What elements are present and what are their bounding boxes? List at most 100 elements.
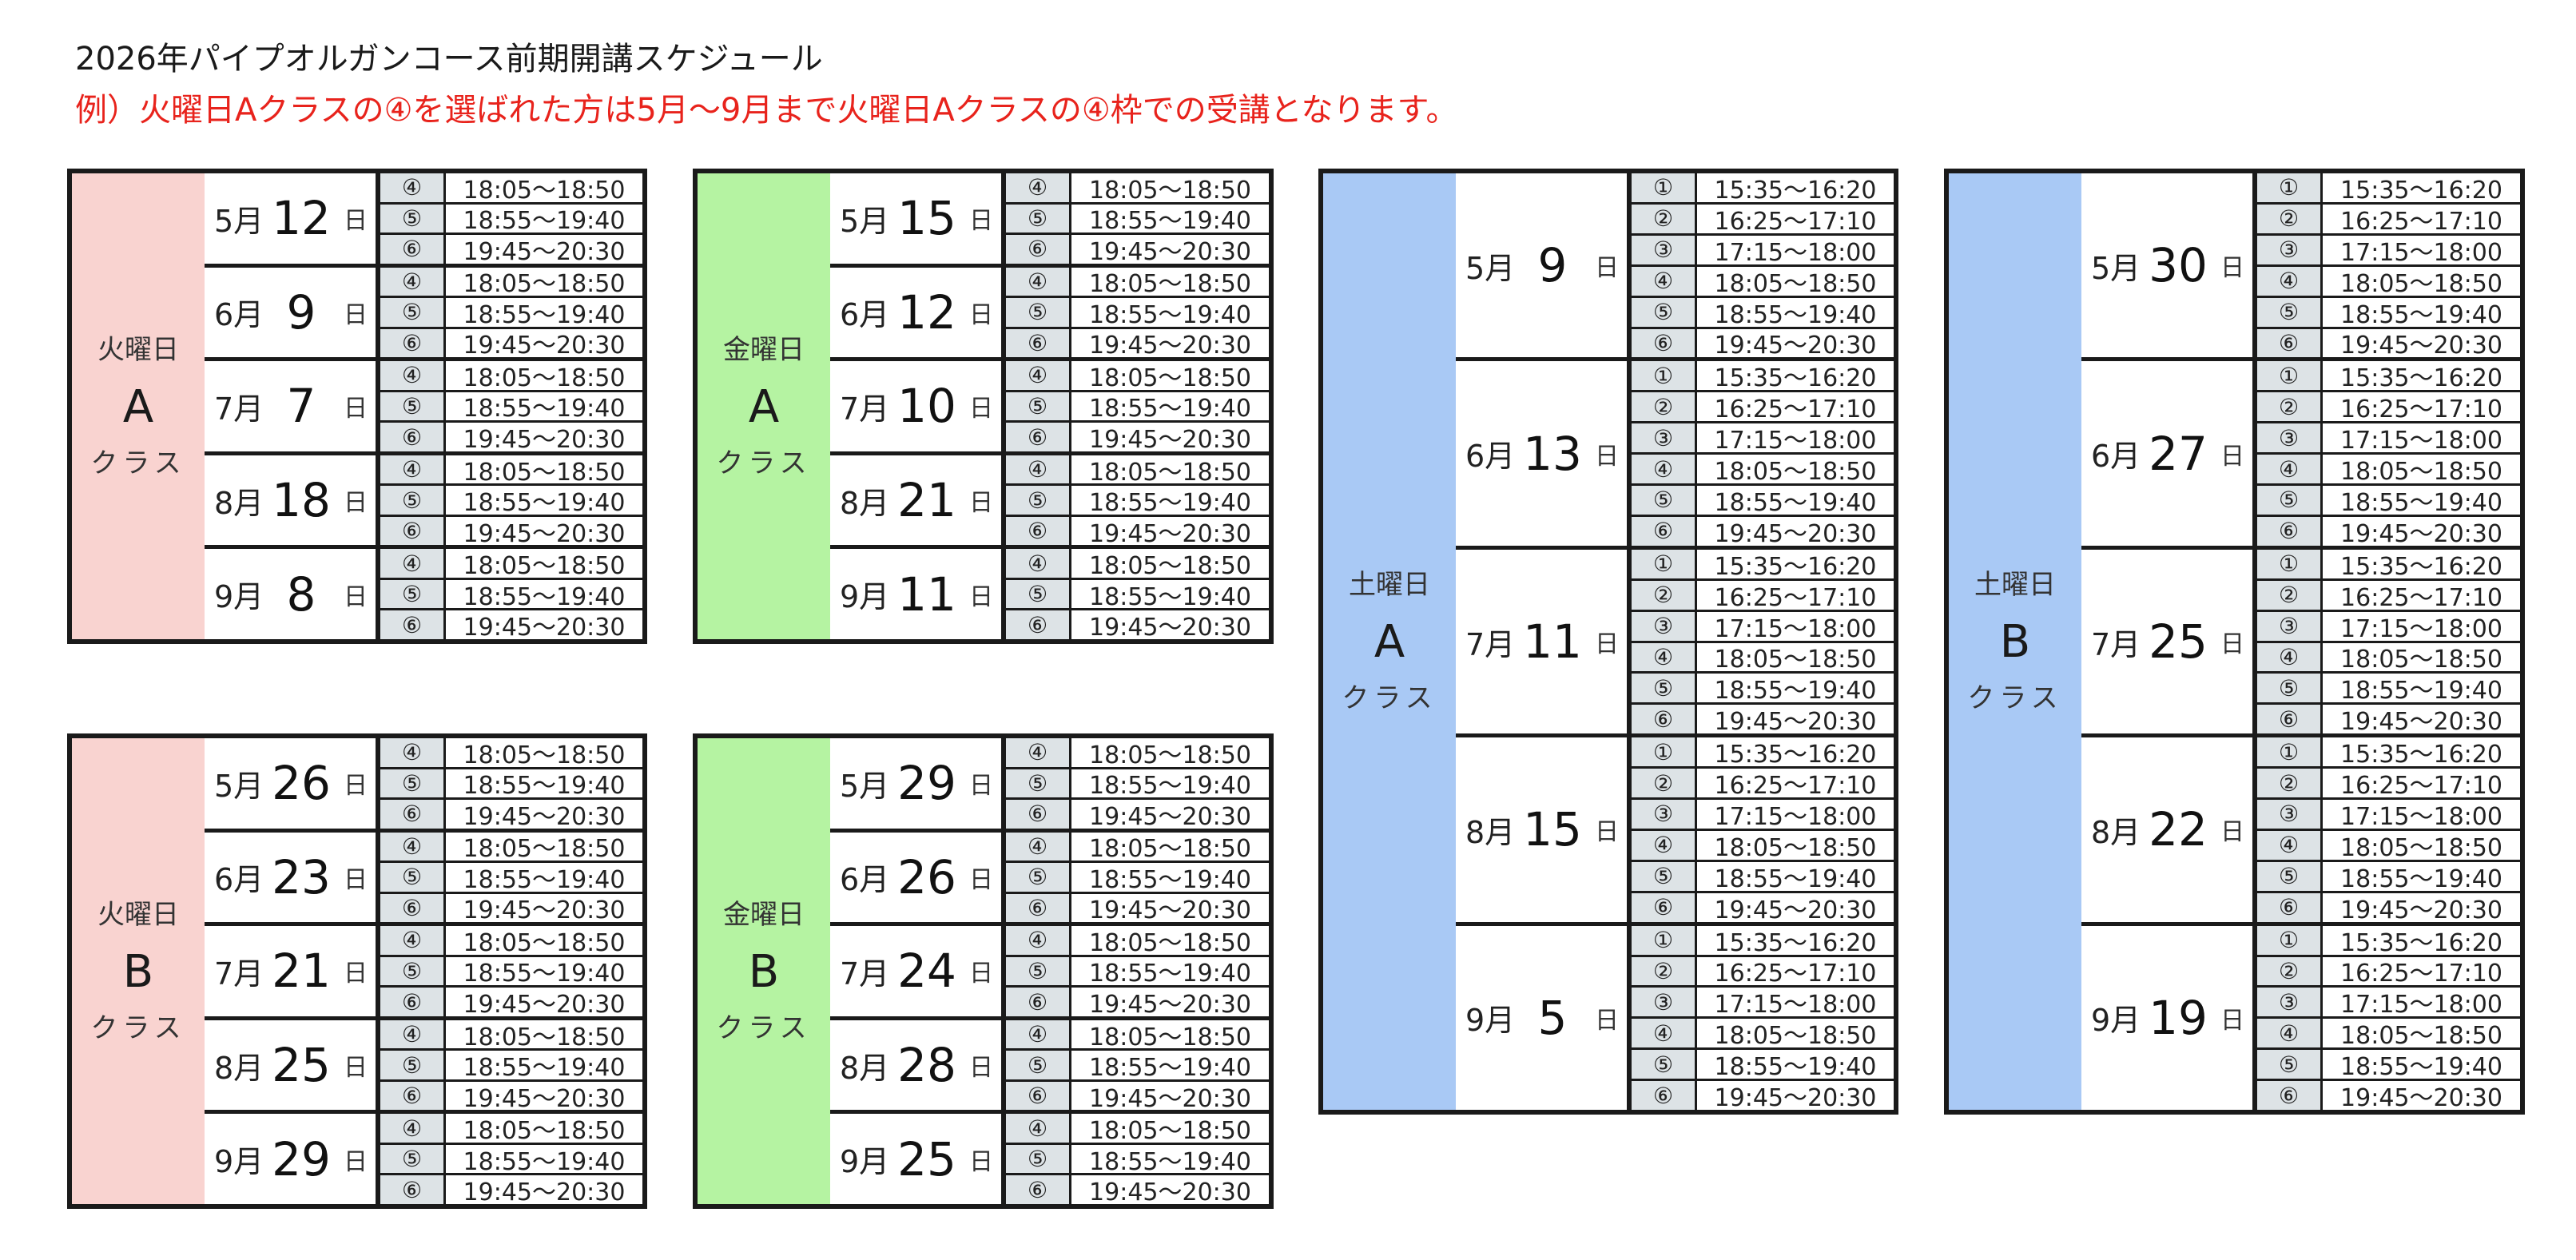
weekday-label: 火曜日 bbox=[97, 898, 179, 931]
slot-number: ⑤ bbox=[380, 1144, 446, 1174]
slot-time: 19:45〜20:30 bbox=[1697, 516, 1894, 548]
day-suffix: 日 bbox=[969, 1054, 993, 1083]
slot-time: 19:45〜20:30 bbox=[1071, 1081, 1269, 1113]
date-day: 21 bbox=[897, 473, 956, 528]
date-day: 12 bbox=[272, 191, 331, 246]
slot-time: 18:05〜18:50 bbox=[2323, 642, 2520, 674]
slot-time: 18:55〜19:40 bbox=[1697, 1050, 1894, 1081]
slot-number: ⑥ bbox=[2257, 892, 2323, 922]
slot-time: 18:55〜19:40 bbox=[2323, 1050, 2520, 1081]
slot-time: 18:55〜19:40 bbox=[446, 392, 642, 423]
slot-time: 19:45〜20:30 bbox=[2323, 892, 2520, 924]
slot-number: ④ bbox=[380, 832, 446, 861]
slot-time: 18:05〜18:50 bbox=[2323, 830, 2520, 862]
slot-number: ④ bbox=[1006, 361, 1071, 390]
date-day: 22 bbox=[2149, 802, 2208, 857]
slot-number: ③ bbox=[1632, 423, 1697, 453]
slot-time: 19:45〜20:30 bbox=[446, 800, 642, 831]
slot-number: ⑥ bbox=[380, 988, 446, 1016]
slot-number: ⑥ bbox=[380, 235, 446, 264]
slot-number: ② bbox=[2257, 392, 2323, 422]
date-month: 6月 bbox=[2091, 439, 2141, 475]
slot-time: 18:55〜19:40 bbox=[446, 956, 642, 988]
slot-time: 18:05〜18:50 bbox=[446, 926, 642, 957]
date-month: 9月 bbox=[840, 1144, 890, 1180]
slot-number: ④ bbox=[2257, 455, 2323, 484]
date-month: 5月 bbox=[840, 768, 890, 804]
date-day: 25 bbox=[2149, 614, 2208, 670]
day-suffix: 日 bbox=[969, 960, 993, 988]
slot-time: 18:55〜19:40 bbox=[1071, 579, 1269, 611]
slot-time: 18:05〜18:50 bbox=[1071, 173, 1269, 205]
date-day: 12 bbox=[897, 284, 956, 340]
slot-number: ② bbox=[1632, 392, 1697, 422]
slot-time: 15:35〜16:20 bbox=[1697, 925, 1894, 957]
date-month: 7月 bbox=[840, 391, 890, 427]
date-day: 25 bbox=[897, 1131, 956, 1186]
slot-number: ② bbox=[1632, 580, 1697, 610]
slot-time: 19:45〜20:30 bbox=[446, 1081, 642, 1113]
slot-number: ⑤ bbox=[380, 392, 446, 421]
slot-time: 18:55〜19:40 bbox=[1697, 297, 1894, 329]
slot-number: ⑤ bbox=[1006, 863, 1071, 892]
slot-number: ⑥ bbox=[1006, 893, 1071, 923]
class-suffix-label: クラス bbox=[716, 447, 812, 479]
date-month: 7月 bbox=[2091, 626, 2141, 662]
slot-number: ⑤ bbox=[1006, 1051, 1071, 1079]
slot-number: ② bbox=[1632, 956, 1697, 986]
day-suffix: 日 bbox=[969, 207, 993, 236]
slot-time: 18:55〜19:40 bbox=[1071, 1051, 1269, 1082]
slot-time: 17:15〜18:00 bbox=[1697, 423, 1894, 455]
slot-number: ⑥ bbox=[2257, 328, 2323, 358]
date-month: 5月 bbox=[2091, 250, 2141, 286]
slot-time: 16:25〜17:10 bbox=[2323, 580, 2520, 612]
slot-time: 19:45〜20:30 bbox=[1071, 988, 1269, 1019]
slot-number: ⑥ bbox=[380, 423, 446, 451]
day-suffix: 日 bbox=[344, 489, 368, 518]
slot-number: ③ bbox=[2257, 800, 2323, 829]
